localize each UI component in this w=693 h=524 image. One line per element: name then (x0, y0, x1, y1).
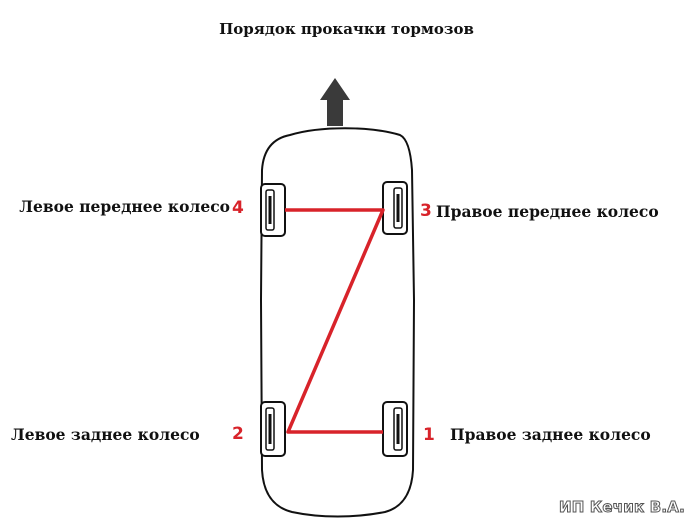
credit-watermark: ИП Кечик В.А. (558, 498, 685, 517)
tire-icon (260, 401, 286, 457)
label-left-front-wheel: Левое переднее колесо (19, 197, 230, 216)
label-right-front-wheel: Правое переднее колесо (436, 202, 659, 221)
tire-icon (260, 183, 286, 237)
wheel-number-right-front: 3 (420, 201, 432, 221)
tire-icon (382, 181, 408, 235)
label-left-rear-wheel: Левое заднее колесо (11, 425, 200, 444)
wheel-number-right-rear: 1 (423, 425, 435, 445)
wheel-number-left-front: 4 (232, 198, 244, 218)
wheel-number-left-rear: 2 (232, 424, 244, 444)
bleed-sequence-path (285, 208, 385, 434)
label-right-rear-wheel: Правое заднее колесо (450, 425, 651, 444)
diagram-title: Порядок прокачки тормозов (219, 20, 474, 38)
tire-icon (382, 401, 408, 457)
up-arrow-icon (320, 78, 350, 126)
